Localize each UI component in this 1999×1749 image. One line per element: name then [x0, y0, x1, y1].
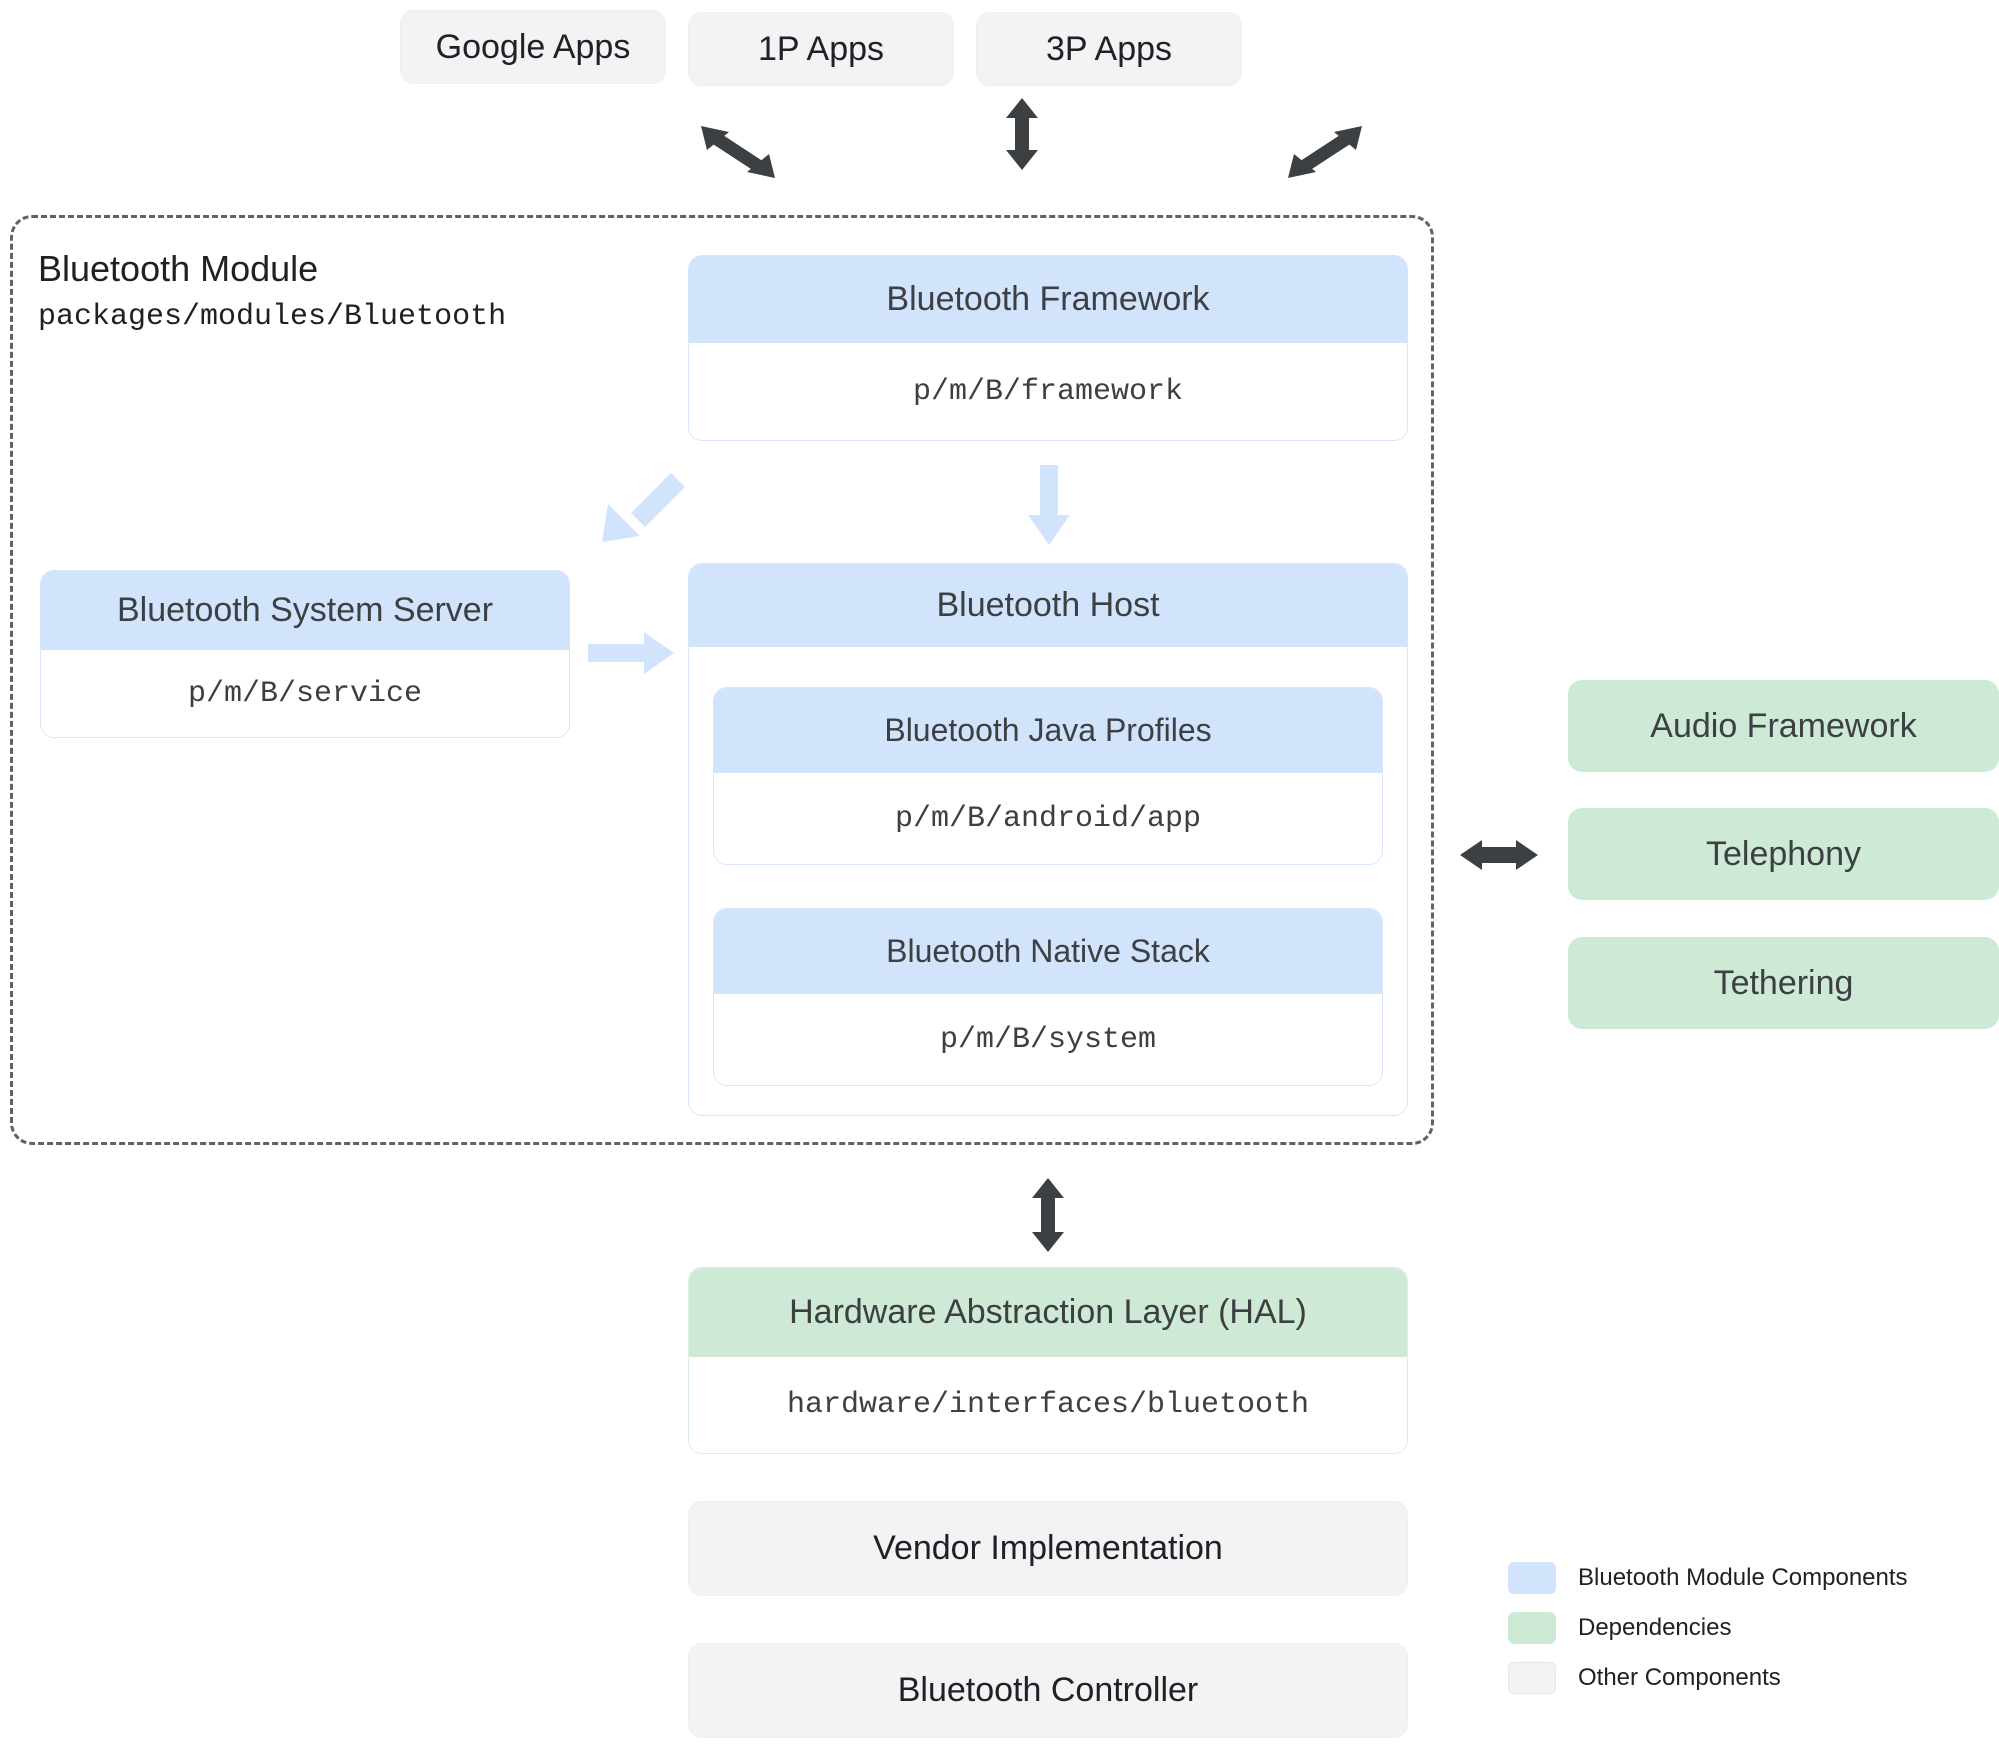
legend-item-other-components: Other Components: [1508, 1662, 1908, 1694]
component-bluetooth-system-server-label: Bluetooth System Server: [41, 571, 569, 651]
component-vendor-implementation-label: Vendor Implementation: [873, 1529, 1223, 1567]
arrow-framework-to-system-server-diagonal-icon: [596, 468, 692, 550]
component-vendor-implementation[interactable]: Vendor Implementation: [688, 1501, 1408, 1596]
dependency-audio-framework-label: Audio Framework: [1568, 680, 1999, 772]
arrow-host-to-dependencies-bidirectional-icon: [1460, 832, 1538, 878]
app-box-3p-apps[interactable]: 3P Apps: [976, 12, 1242, 86]
component-hardware-abstraction-layer-label: Hardware Abstraction Layer (HAL): [689, 1268, 1407, 1358]
arrow-system-server-to-host-right-icon: [588, 630, 674, 676]
component-bluetooth-controller-label: Bluetooth Controller: [897, 1671, 1199, 1709]
component-bluetooth-native-stack[interactable]: Bluetooth Native Stack p/m/B/system: [713, 908, 1383, 1086]
component-bluetooth-native-stack-path: p/m/B/system: [714, 994, 1382, 1085]
dependency-telephony-label: Telephony: [1568, 808, 1999, 900]
arrow-1p-apps-bidirectional-vertical-icon: [1000, 98, 1044, 170]
dependency-tethering[interactable]: Tethering: [1568, 937, 1999, 1029]
legend-swatch-other-components: [1508, 1662, 1556, 1694]
component-bluetooth-java-profiles[interactable]: Bluetooth Java Profiles p/m/B/android/ap…: [713, 687, 1383, 865]
component-bluetooth-host-label: Bluetooth Host: [689, 564, 1407, 647]
arrow-module-to-hal-bidirectional-vertical-icon: [1026, 1178, 1070, 1252]
app-box-1p-apps-label: 1P Apps: [757, 29, 885, 68]
component-bluetooth-framework-label: Bluetooth Framework: [689, 256, 1407, 344]
legend-swatch-module-components: [1508, 1562, 1556, 1594]
legend-label-dependencies: Dependencies: [1578, 1614, 1732, 1641]
app-box-1p-apps[interactable]: 1P Apps: [688, 12, 954, 86]
legend-swatch-dependencies: [1508, 1612, 1556, 1644]
component-bluetooth-framework[interactable]: Bluetooth Framework p/m/B/framework: [688, 255, 1408, 441]
bluetooth-module-container: [10, 215, 1434, 1145]
dependency-tethering-label: Tethering: [1568, 937, 1999, 1029]
bluetooth-module-path: packages/modules/Bluetooth: [38, 300, 507, 334]
component-hardware-abstraction-layer[interactable]: Hardware Abstraction Layer (HAL) hardwar…: [688, 1267, 1408, 1454]
legend-item-dependencies: Dependencies: [1508, 1612, 1908, 1644]
dependency-telephony[interactable]: Telephony: [1568, 808, 1999, 900]
component-bluetooth-framework-path: p/m/B/framework: [689, 343, 1407, 440]
bluetooth-module-title: Bluetooth Module: [38, 248, 319, 289]
app-box-3p-apps-label: 3P Apps: [1045, 29, 1173, 68]
arrow-3p-apps-bidirectional-diagonal-icon: [1280, 122, 1370, 182]
arrow-google-apps-bidirectional-diagonal-icon: [693, 122, 783, 182]
arrow-framework-to-host-down-icon: [1026, 465, 1072, 545]
component-bluetooth-java-profiles-label: Bluetooth Java Profiles: [714, 688, 1382, 774]
component-hardware-abstraction-layer-path: hardware/interfaces/bluetooth: [689, 1357, 1407, 1453]
legend: Bluetooth Module Components Dependencies…: [1508, 1562, 1908, 1712]
legend-label-other-components: Other Components: [1578, 1664, 1781, 1691]
component-bluetooth-controller[interactable]: Bluetooth Controller: [688, 1643, 1408, 1738]
app-box-google-apps[interactable]: Google Apps: [400, 10, 666, 84]
component-bluetooth-native-stack-label: Bluetooth Native Stack: [714, 909, 1382, 995]
component-bluetooth-java-profiles-path: p/m/B/android/app: [714, 773, 1382, 864]
dependency-audio-framework[interactable]: Audio Framework: [1568, 680, 1999, 772]
legend-item-module-components: Bluetooth Module Components: [1508, 1562, 1908, 1594]
app-box-google-apps-label: Google Apps: [435, 27, 631, 66]
component-bluetooth-system-server-path: p/m/B/service: [41, 650, 569, 737]
legend-label-module-components: Bluetooth Module Components: [1578, 1564, 1908, 1591]
component-bluetooth-system-server[interactable]: Bluetooth System Server p/m/B/service: [40, 570, 570, 738]
